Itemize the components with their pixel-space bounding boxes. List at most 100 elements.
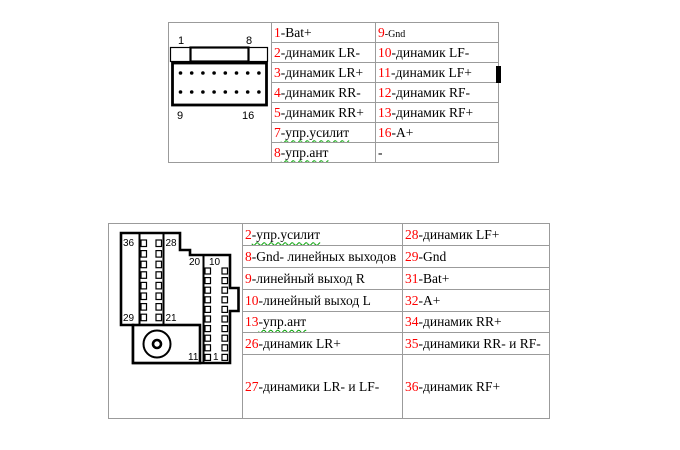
pin-label: -динамик LR- [280, 44, 361, 60]
pin-number: 10 [378, 44, 392, 60]
table-row: 36 28 29 21 20 10 11 1 2-упр.усилит 28-д… [108, 223, 550, 419]
pin-number: 16 [378, 124, 392, 140]
pin-squares-col-29-36 [140, 239, 148, 322]
pin-label: -A+ [391, 124, 414, 140]
pin-label: -динамик LF+ [391, 64, 472, 80]
pin36-corner-label: 36 [123, 238, 135, 249]
pin-cell: 10-динамик LF- [375, 42, 499, 63]
pin-number: 12 [378, 84, 392, 100]
pin-label: -A+ [418, 292, 441, 308]
connector-36pin-drawing: 36 28 29 21 20 10 11 1 [119, 231, 240, 365]
pin29-corner-label: 29 [123, 313, 135, 324]
table-row: 9-линейный выход R 31-Bat+ [109, 267, 550, 290]
table-row: 7-упр.усилит 16-A+ [169, 122, 499, 143]
pin-cell: 7-упр.усилит [271, 122, 376, 143]
pin-cell: 32-A+ [402, 289, 550, 312]
pin-cell: 1-Bat+ [271, 22, 376, 43]
connector-36pin-cell: 36 28 29 21 20 10 11 1 [108, 223, 243, 419]
table-row: 5-динамик RR+ 13-динамик RF+ [169, 102, 499, 123]
pin-number: 31 [405, 270, 419, 286]
pin-label: - [378, 144, 383, 160]
pin-number: 13 [378, 104, 392, 120]
pin-cell: 34-динамик RR+ [402, 311, 550, 333]
pin-squares-col-21-28 [155, 239, 163, 322]
table-row: 1 8 9 16 1-Bat+ 9-Gnd [168, 22, 499, 163]
pin21-corner-label: 21 [166, 313, 178, 324]
pin-label: -Gnd [418, 248, 447, 264]
pin-number: 9 [378, 24, 385, 40]
pin-squares-col-1-10 [221, 267, 229, 361]
pin-cell: 8-упр.ант [271, 142, 376, 163]
pin-label: -динамик RF+ [391, 104, 474, 120]
table-row: 27-динамики LR- и LF- 36-динамик RF+ [109, 354, 550, 419]
pin20-corner-label: 20 [189, 257, 201, 268]
pin-label: -линейный выход R [251, 270, 365, 286]
pin-cell: 13-упр.ант [242, 311, 403, 333]
pin1-corner-label: 1 [178, 35, 184, 47]
pin-number: 2 [245, 226, 252, 242]
pin-label: -упр.усилит [251, 226, 321, 242]
pin-cell: 31-Bat+ [402, 267, 550, 290]
pin-cell: 36-динамик RF+ [402, 354, 550, 419]
pin-number: 27 [245, 378, 259, 394]
pin-label: -динамик LR+ [280, 64, 364, 80]
pin-number: 32 [405, 292, 419, 308]
pin9-corner-label: 9 [177, 110, 183, 122]
pin-cell: 2-динамик LR- [271, 42, 376, 63]
pin-cell: 28-динамик LF+ [402, 223, 550, 246]
pin-cell: 13-динамик RF+ [375, 102, 499, 123]
pin-number: 29 [405, 248, 419, 264]
iso-16pin-connector-cell: 1 8 9 16 [168, 22, 272, 163]
pin-cell: 26-динамик LR+ [242, 332, 403, 355]
table-row: 8-упр.ант - [169, 142, 499, 163]
pin-cell: 10-линейный выход L [242, 289, 403, 312]
pin-cell: 16-A+ [375, 122, 499, 143]
pin-number: 36 [405, 378, 419, 394]
pin-cell: 2-упр.усилит [242, 223, 403, 246]
pin10-corner-label: 10 [209, 257, 221, 268]
pin-number: 3 [274, 64, 281, 80]
table-row: 26-динамик LR+ 35-динамики RR- и RF- [109, 332, 550, 355]
pin-cell: 27-динамики LR- и LF- [242, 354, 403, 419]
pin-label: -упр.ант [258, 314, 307, 329]
pin-label: -динамик RR- [280, 84, 361, 100]
pin16-corner-label: 16 [242, 110, 254, 122]
pin-dots [178, 71, 261, 94]
pin-cell: 12-динамик RF- [375, 82, 499, 103]
pin-cell: 3-динамик LR+ [271, 62, 376, 83]
pin-label: -Gnd- линейных выходов [251, 248, 397, 264]
pin-squares-col-11-20 [204, 267, 212, 361]
pin-label: -динамик RF+ [418, 378, 501, 394]
pin-number: 5 [274, 104, 281, 120]
pin-number: 35 [405, 335, 419, 351]
pin-label: -динамик LR+ [258, 335, 341, 351]
pin-cell: 11-динамик LF+ [375, 62, 499, 83]
pin-label: -динамики LR- и LF- [258, 378, 380, 394]
connector-body [171, 61, 268, 107]
pin-number: 8 [274, 144, 281, 160]
pin11-corner-label: 11 [188, 352, 199, 363]
pin-number: 34 [405, 314, 419, 329]
pin-cell: 9-линейный выход R [242, 267, 403, 290]
pin-label: -динамик RF- [391, 84, 471, 100]
pin8-corner-label: 8 [246, 35, 252, 47]
pin-number: 2 [274, 44, 281, 60]
pin-label: -Bat+ [280, 24, 312, 40]
pin-number: 9 [245, 270, 252, 286]
pinout-36pin-table: 36 28 29 21 20 10 11 1 2-упр.усилит 28-д… [108, 223, 550, 419]
pin-label: -динамик RR+ [418, 314, 502, 329]
table-row: 4-динамик RR- 12-динамик RF- [169, 82, 499, 103]
pin-label: -Bat+ [418, 270, 450, 286]
pin-number: 13 [245, 314, 259, 329]
pin-label: -динамик LF- [391, 44, 470, 60]
pin-number: 10 [245, 292, 259, 308]
pin-label: -Gnd [384, 28, 406, 40]
pin-cell: 5-динамик RR+ [271, 102, 376, 123]
pin-number: 28 [405, 226, 419, 242]
pin-label: -упр.ант [280, 144, 329, 160]
pin-label: -динамики RR- и RF- [418, 335, 541, 351]
pin-cell: 4-динамик RR- [271, 82, 376, 103]
pin-label: -упр.усилит [280, 124, 350, 140]
pin-number: 7 [274, 124, 281, 140]
pin-number: 8 [245, 248, 252, 264]
